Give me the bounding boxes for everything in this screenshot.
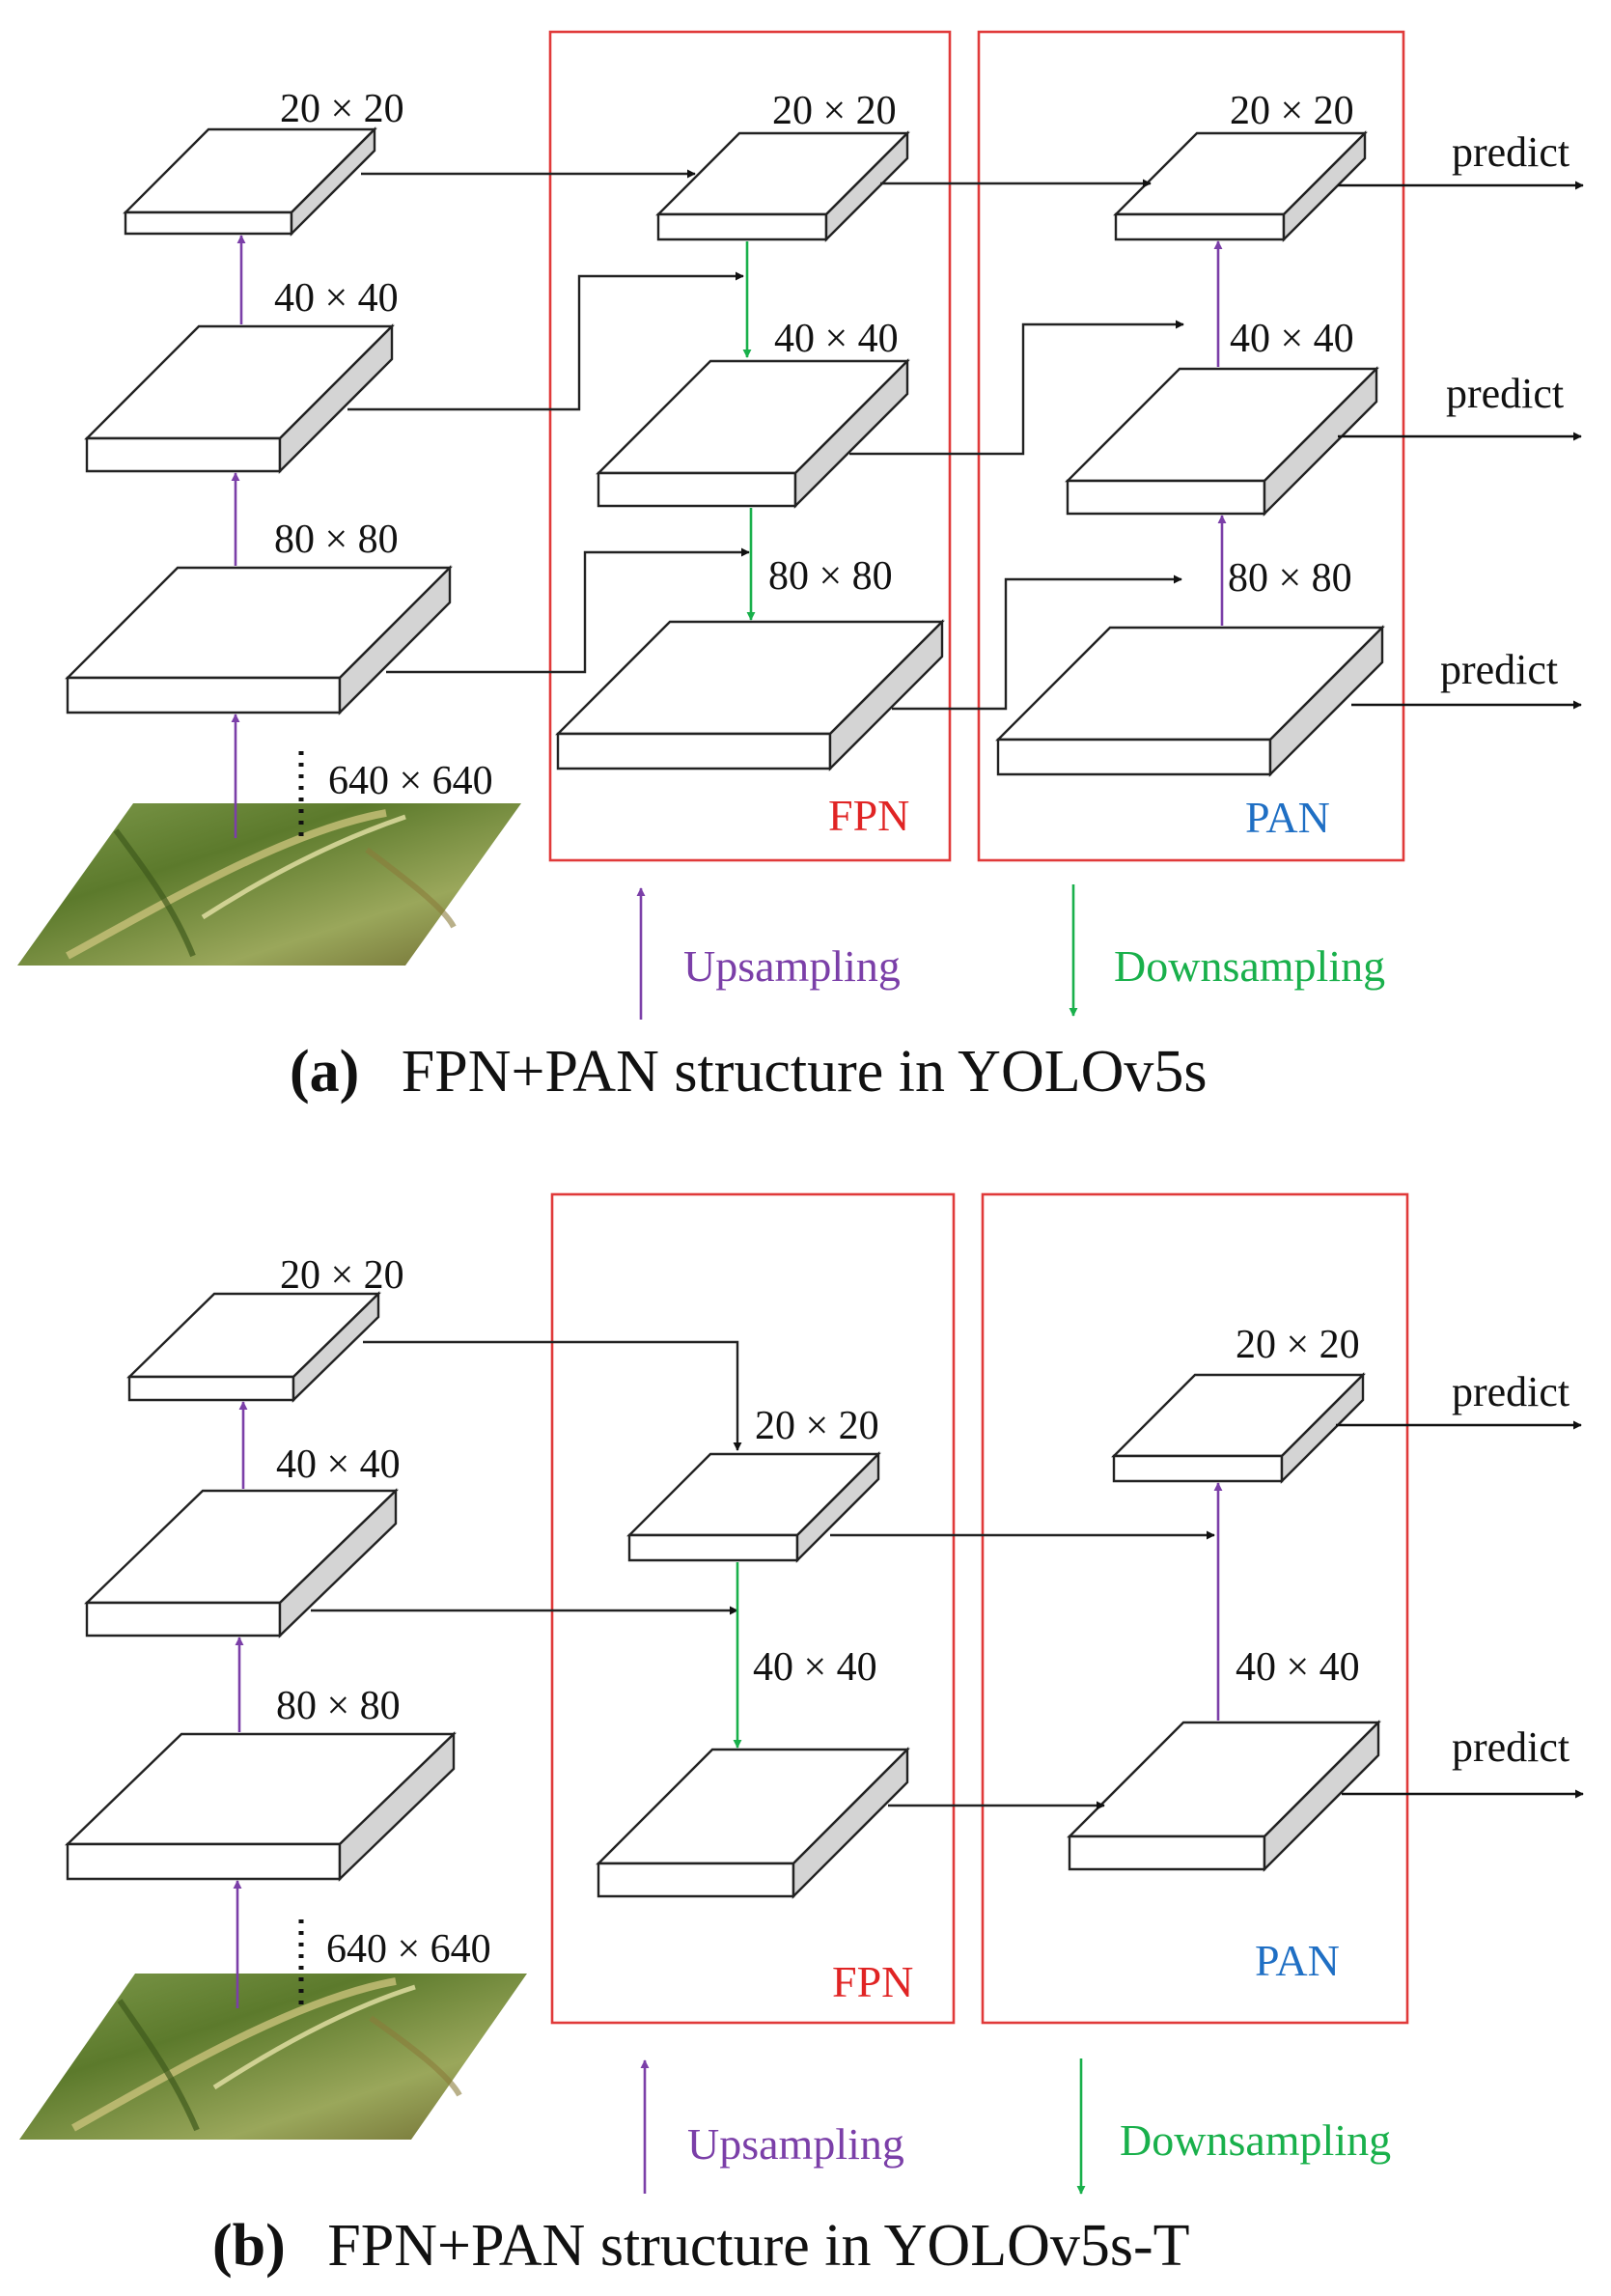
legend-upsampling-label-b: Upsampling (687, 2119, 904, 2169)
pan-block-20-b (1111, 1372, 1366, 1484)
size-label-bb80-a: 80 × 80 (274, 518, 399, 562)
pan-label-a: PAN (1245, 793, 1330, 842)
backbone-block-80-b (65, 1731, 457, 1882)
conn-bb40-fpn20-a (347, 271, 744, 411)
pan-frame-a (977, 30, 1405, 862)
conn-bb20-fpn20-b (363, 1340, 742, 1451)
size-label-bb40-b: 40 × 40 (276, 1442, 401, 1487)
caption-tag-b: (b) (212, 2213, 286, 2279)
pan-block-40-b (1067, 1720, 1381, 1872)
size-label-fpn80-a: 80 × 80 (768, 554, 893, 599)
pan-frame-b (981, 1192, 1409, 2025)
caption-b: (b) FPN+PAN structure in YOLOv5s-T (212, 2213, 1190, 2279)
size-label-pan40-a: 40 × 40 (1230, 317, 1354, 361)
size-label-fpn40-a: 40 × 40 (774, 317, 899, 361)
legend-upsampling-label-a: Upsampling (683, 941, 901, 991)
pan-block-20-a (1113, 130, 1368, 242)
caption-tag-a: (a) (290, 1039, 359, 1105)
caption-title-b: FPN+PAN structure in YOLOv5s-T (327, 2213, 1189, 2279)
size-label-fpn40-b: 40 × 40 (753, 1645, 877, 1690)
fpn-label-b: FPN (832, 1957, 913, 2006)
size-label-pan20-b: 20 × 20 (1236, 1323, 1360, 1367)
conn-fpn40-pan40-a (849, 320, 1184, 456)
backbone-block-20-b (126, 1291, 381, 1403)
fpn-block-20-b (626, 1451, 881, 1563)
predict-label-40-a: predict (1446, 370, 1564, 417)
backbone-block-80-a (65, 565, 453, 715)
backbone-block-40-a (84, 323, 395, 474)
fpn-label-a: FPN (828, 791, 909, 840)
size-label-input-a: 640 × 640 (328, 759, 493, 803)
wheat-image-a (17, 803, 521, 966)
pan-block-80-a (995, 625, 1385, 777)
size-label-bb20-b: 20 × 20 (280, 1253, 404, 1298)
size-label-bb80-b: 80 × 80 (276, 1684, 401, 1728)
wheat-image-b (19, 1974, 527, 2140)
backbone-block-20-a (123, 126, 377, 237)
predict-label-40-b: predict (1452, 1723, 1569, 1771)
fpn-frame-b (550, 1192, 956, 2025)
size-label-pan80-a: 80 × 80 (1228, 556, 1352, 601)
fpn-block-20-a (655, 130, 910, 242)
conn-fpn80-pan80-a (892, 574, 1182, 711)
size-label-bb40-a: 40 × 40 (274, 276, 399, 321)
pan-label-b: PAN (1255, 1936, 1340, 1985)
size-label-fpn20-a: 20 × 20 (772, 89, 897, 133)
pan-block-40-a (1065, 366, 1379, 517)
backbone-block-40-b (84, 1488, 399, 1638)
panel-a: 20 × 20 40 × 40 80 × 80 640 × 640 20 × 2… (17, 30, 1584, 1105)
size-label-pan40-b: 40 × 40 (1236, 1645, 1360, 1690)
caption-title-a: FPN+PAN structure in YOLOv5s (402, 1039, 1208, 1105)
legend-downsampling-label-b: Downsampling (1120, 2115, 1391, 2165)
fpn-frame-a (548, 30, 952, 862)
predict-label-20-b: predict (1452, 1368, 1569, 1415)
legend-downsampling-label-a: Downsampling (1114, 941, 1385, 991)
fpn-block-40-b (596, 1747, 910, 1899)
fpn-block-80-a (555, 619, 945, 771)
size-label-input-b: 640 × 640 (326, 1927, 491, 1972)
predict-label-80-a: predict (1440, 646, 1558, 693)
predict-label-20-a: predict (1452, 128, 1569, 176)
size-label-bb20-a: 20 × 20 (280, 87, 404, 131)
fpn-block-40-a (596, 358, 910, 509)
conn-bb80-fpn40-a (386, 547, 750, 674)
size-label-pan20-a: 20 × 20 (1230, 89, 1354, 133)
size-label-fpn20-b: 20 × 20 (755, 1404, 879, 1448)
caption-a: (a) FPN+PAN structure in YOLOv5s (290, 1039, 1208, 1105)
panel-b: 20 × 20 40 × 40 80 × 80 640 × 640 20 × 2… (19, 1192, 1584, 2279)
